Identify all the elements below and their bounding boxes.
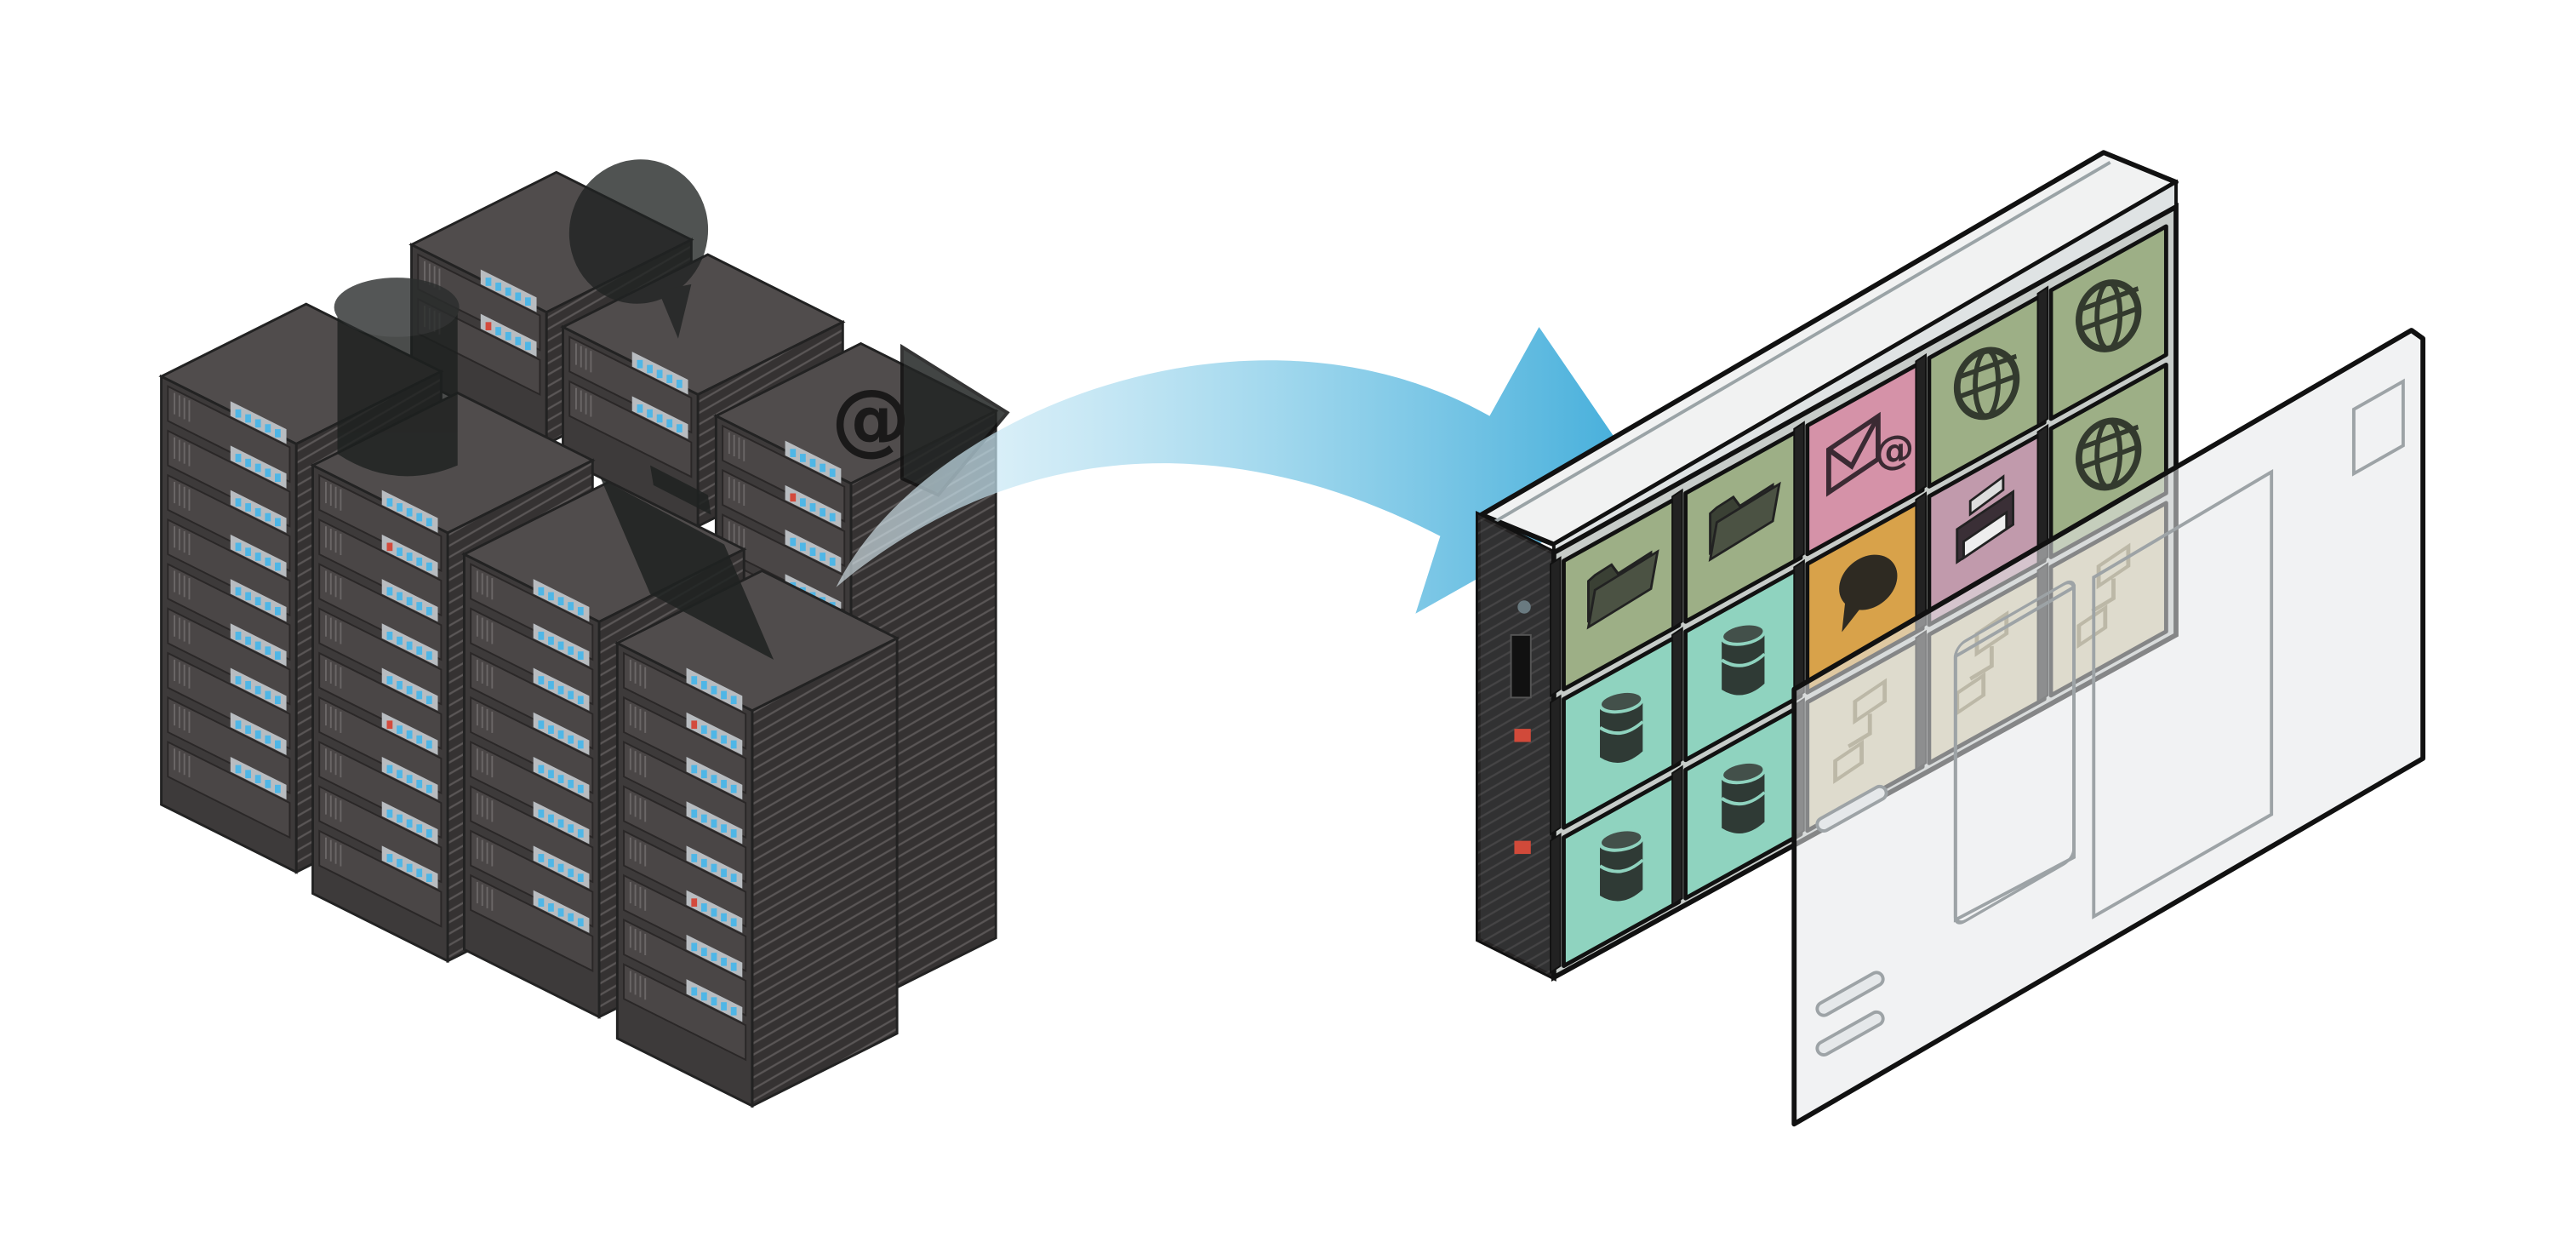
migration-arrow xyxy=(836,327,1647,614)
server-unit xyxy=(318,518,443,617)
server-unit xyxy=(167,696,291,795)
email-silhouette-icon: @ xyxy=(831,343,1010,497)
web-tile xyxy=(1915,291,2047,495)
service-tiles: @ xyxy=(1550,224,2168,975)
web-icon xyxy=(1953,346,2020,421)
svg-text:@: @ xyxy=(1875,424,1914,475)
database-icon xyxy=(1598,828,1645,902)
blade-enclosure: @ xyxy=(1475,150,2179,982)
folder-icon xyxy=(1586,549,1659,630)
server-unit xyxy=(568,335,693,434)
server-unit xyxy=(722,424,846,523)
server-unit xyxy=(167,740,291,839)
web-icon xyxy=(2076,279,2142,352)
folder-tile xyxy=(1671,427,1803,630)
server-unit xyxy=(722,468,846,568)
chat-icon xyxy=(1839,554,1898,633)
server-farm xyxy=(158,170,999,1108)
front-panel xyxy=(1791,328,2426,1127)
database-tile xyxy=(1550,633,1682,836)
server-unit xyxy=(318,740,443,839)
server-unit xyxy=(318,785,443,884)
chat-silhouette-icon xyxy=(568,159,709,339)
printer-icon xyxy=(1956,474,2014,564)
server-unit xyxy=(318,563,443,661)
server-unit xyxy=(470,740,594,839)
server-unit xyxy=(318,829,443,928)
server-unit xyxy=(167,518,291,617)
server-unit xyxy=(623,873,747,972)
database-silhouette-icon xyxy=(334,278,460,477)
server-unit xyxy=(470,607,594,706)
server-unit xyxy=(470,873,594,972)
folder-silhouette-icon xyxy=(600,465,774,660)
email-tile: @ xyxy=(1793,359,1925,563)
server-unit xyxy=(167,651,291,750)
server-unit xyxy=(623,829,747,928)
server-unit xyxy=(470,563,594,661)
server-unit xyxy=(623,651,747,750)
server-unit xyxy=(470,651,594,750)
folder-icon xyxy=(1708,481,1781,563)
server-unit xyxy=(167,563,291,661)
email-icon: @ xyxy=(1825,411,1914,497)
server-unit xyxy=(318,607,443,706)
server-rack xyxy=(614,569,900,1108)
server-unit xyxy=(167,429,291,528)
server-unit xyxy=(623,963,747,1062)
server-unit xyxy=(167,385,291,484)
svg-text:@: @ xyxy=(831,372,911,464)
server-unit xyxy=(167,607,291,706)
web-tile xyxy=(2036,224,2168,427)
server-unit xyxy=(470,829,594,928)
database-icon xyxy=(1720,621,1767,696)
folder-tile xyxy=(1550,495,1682,698)
server-unit xyxy=(417,253,541,352)
web-icon xyxy=(2076,417,2142,491)
server-unit xyxy=(623,785,747,884)
server-unit xyxy=(623,696,747,795)
database-icon xyxy=(1598,690,1645,763)
server-unit xyxy=(318,651,443,750)
server-unit xyxy=(623,918,747,1017)
server-unit xyxy=(623,740,747,839)
database-tile xyxy=(1550,771,1682,975)
server-unit xyxy=(470,696,594,795)
server-unit xyxy=(318,696,443,795)
server-unit xyxy=(167,473,291,572)
server-unit xyxy=(470,785,594,884)
server-unit xyxy=(568,380,693,478)
database-tile xyxy=(1671,565,1803,769)
database-icon xyxy=(1720,760,1767,833)
server-unit xyxy=(318,473,443,572)
